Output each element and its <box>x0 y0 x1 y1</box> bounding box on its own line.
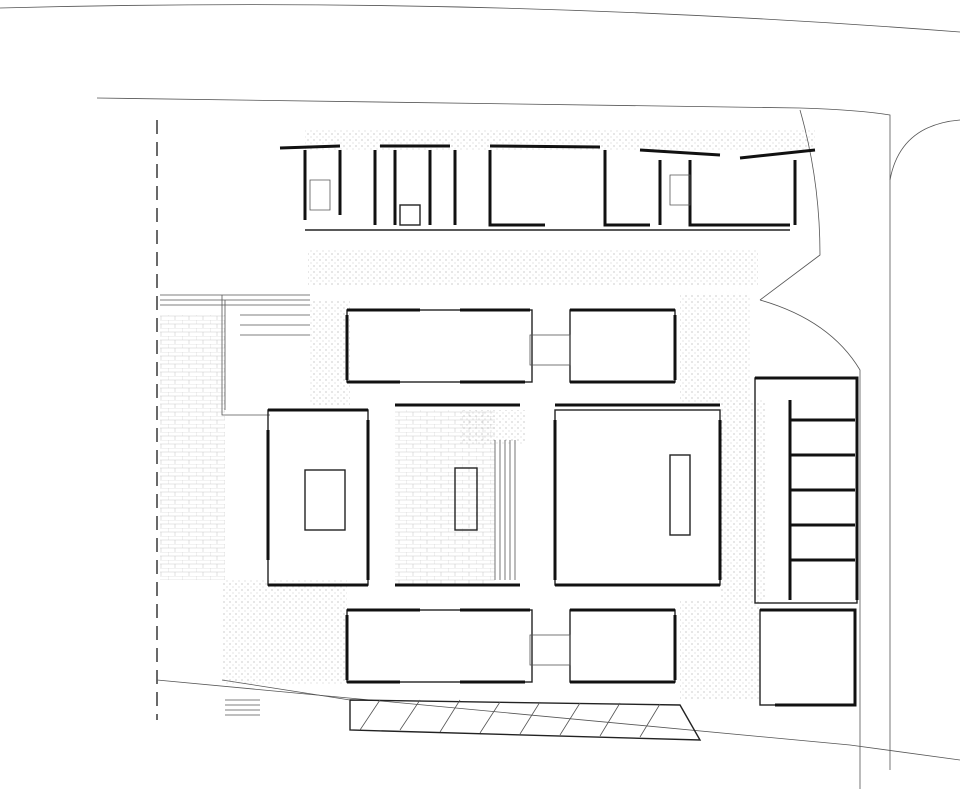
east-rooms <box>755 376 859 600</box>
west-hall <box>267 409 369 586</box>
lift <box>399 204 421 226</box>
southeast-block <box>759 609 856 706</box>
curb-curve <box>759 109 821 301</box>
east-road <box>759 299 861 789</box>
east-table <box>669 454 691 536</box>
north-partitions <box>303 150 797 227</box>
south-stair-core <box>529 634 571 666</box>
main-walls <box>268 308 720 684</box>
south-west-hall <box>346 609 533 683</box>
court-feature <box>454 467 478 531</box>
west-steps <box>160 294 310 416</box>
southwest-steps <box>221 679 351 716</box>
south-canopy <box>221 679 702 741</box>
north-east-hall <box>569 309 676 383</box>
site-boundary <box>96 97 891 770</box>
paving <box>160 130 815 700</box>
south-boundary <box>156 679 960 761</box>
east-hall <box>554 409 721 586</box>
north-stairs <box>309 174 691 211</box>
north-facade <box>279 144 816 160</box>
court-step <box>460 410 525 445</box>
north-west-hall <box>346 309 533 383</box>
south-east-hall <box>569 609 676 683</box>
main-side-walls <box>266 315 722 680</box>
east-building <box>754 376 859 707</box>
north-walk <box>308 250 758 285</box>
nw-corner <box>310 300 350 405</box>
southwest-plaza <box>222 580 347 685</box>
central-complex <box>266 308 722 684</box>
west-table <box>304 469 346 531</box>
west-brick-paving <box>160 315 225 580</box>
north-building <box>279 144 816 231</box>
ne-corner <box>680 295 750 405</box>
se-corner <box>680 600 760 700</box>
road-corner <box>889 119 960 181</box>
site-context <box>0 4 960 789</box>
north-stair-core <box>529 334 571 366</box>
east-strip <box>720 400 765 600</box>
court-steps <box>494 440 516 580</box>
southeast-walls <box>760 608 857 707</box>
canopy-ribs <box>359 699 661 738</box>
road-curve <box>0 4 960 33</box>
